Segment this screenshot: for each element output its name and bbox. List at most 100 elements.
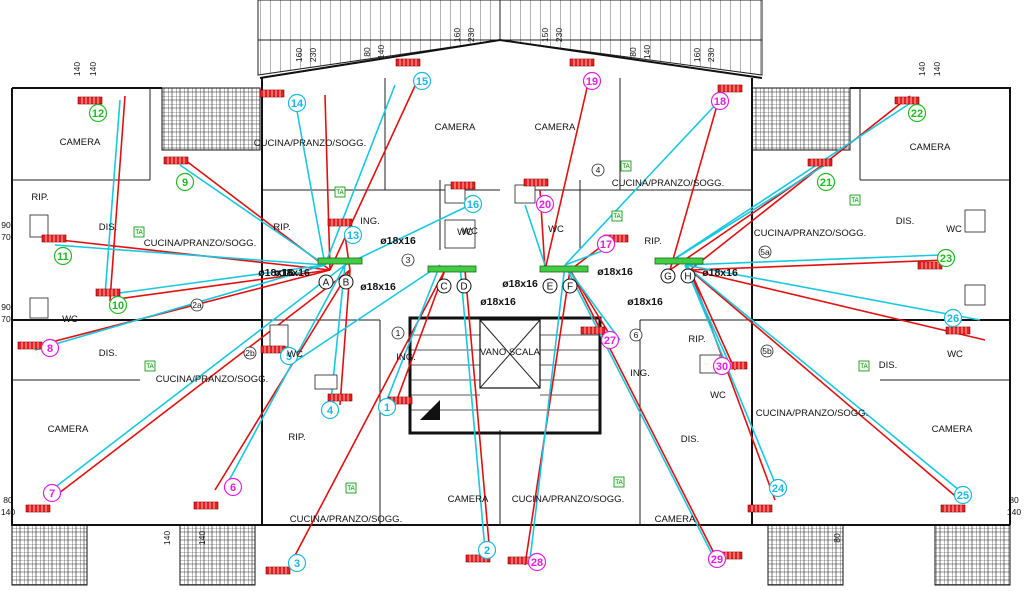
radiator-15: 15: [395, 58, 432, 91]
room-label-r14: CUCINA/PRANZO/SOGG.: [756, 408, 868, 419]
room-label-r19: RIP.: [288, 432, 305, 443]
radiator-marker-30: [712, 356, 732, 376]
return-pipes: [34, 84, 981, 561]
manifold-B: B: [338, 274, 354, 290]
thermostat-label: TA: [622, 164, 629, 170]
radiator-number-29: 29: [711, 554, 723, 566]
radiator-marker-3: [287, 553, 307, 573]
radiator-number-7: 7: [49, 488, 55, 500]
radiator-marker-11: [53, 246, 73, 266]
radiator-18: 18: [710, 84, 743, 111]
room-label-r9: CUCINA/PRANZO/SOGG.: [144, 238, 256, 249]
pipe-size-label: ø18x16: [360, 281, 396, 293]
dimension-label: 140: [72, 62, 82, 76]
apartment-number-5a: 5a: [760, 247, 770, 257]
room-label-r31: WC: [710, 390, 726, 401]
room-label-r36: ING.: [396, 352, 416, 363]
room-label-r26: DIS.: [896, 216, 914, 227]
dimension-label: 140: [917, 62, 927, 76]
room-label-r22: DIS.: [99, 222, 117, 233]
radiator-marker-1: [377, 397, 397, 417]
radiator-number-11: 11: [57, 251, 69, 263]
thermostat-marker: TA: [334, 186, 346, 198]
apartment-number-1: 1: [396, 328, 401, 338]
radiator-20: 20: [523, 178, 555, 214]
radiator-number-21: 21: [820, 177, 832, 189]
room-label-r33: WC: [947, 349, 963, 360]
stair-core: [408, 316, 602, 435]
radiator-marker-24: [768, 478, 788, 498]
room-label-r34: WC: [462, 226, 478, 237]
room-label-r8: CAMERA: [932, 424, 973, 435]
radiator-23: 23: [917, 248, 956, 270]
radiator-number-23: 23: [940, 253, 952, 265]
radiator-6: 6: [193, 477, 243, 510]
radiator-number-12: 12: [92, 108, 104, 120]
radiator-number-2: 2: [484, 545, 490, 557]
manifold-letter-E: E: [547, 282, 554, 293]
radiator-layer: 1234567891011121314151617181920212223242…: [17, 58, 973, 575]
dimension-label: 230: [308, 48, 318, 62]
apartment-2b: 2b: [243, 346, 257, 360]
dimension-label: 140: [932, 62, 942, 76]
radiator-marker-10: [108, 295, 128, 315]
radiator-marker-4: [320, 400, 340, 420]
room-label-r25: DIS.: [681, 434, 699, 445]
apartment-5b: 5b: [760, 344, 774, 358]
room-label-r3: CAMERA: [535, 122, 576, 133]
radiator-10: 10: [95, 288, 128, 315]
radiator-marker-19: [582, 71, 602, 91]
radiator-number-16: 16: [467, 199, 479, 211]
radiator-number-19: 19: [586, 76, 598, 88]
radiator-number-18: 18: [714, 96, 726, 108]
room-label-r37: ING.: [630, 368, 650, 379]
thermostat-label: TA: [860, 364, 867, 370]
radiator-11: 11: [41, 234, 73, 266]
radiator-marker-29: [707, 549, 727, 569]
dimension-label: 160: [692, 48, 702, 62]
thermostat-label: TA: [347, 486, 354, 492]
radiator-26: 26: [943, 308, 971, 335]
radiator-24: 24: [747, 478, 788, 513]
radiator-number-8: 8: [47, 343, 53, 355]
radiator-marker-18: [710, 91, 730, 111]
pipe-size-label: ø18x16: [502, 278, 538, 290]
radiator-number-30: 30: [716, 361, 728, 373]
radiator-number-25: 25: [957, 490, 969, 502]
balconies: [11, 87, 1011, 586]
radiator-16: 16: [450, 181, 483, 214]
pipe-size-label: ø18x16: [702, 267, 738, 279]
dimension-label: 230: [706, 48, 716, 62]
radiator-number-24: 24: [772, 483, 785, 495]
room-label-r11: CUCINA/PRANZO/SOGG.: [254, 138, 366, 149]
radiator-8: 8: [17, 338, 60, 358]
radiator-number-22: 22: [911, 108, 923, 120]
apartment-number-2a: 2a: [192, 300, 202, 310]
radiator-marker-22: [907, 103, 927, 123]
room-label-r29: WC: [457, 227, 473, 238]
manifold-letter-D: D: [460, 282, 467, 293]
room-label-r38: VANO SCALA: [480, 347, 541, 358]
radiator-25: 25: [940, 485, 973, 513]
radiator-marker-5: [279, 346, 299, 366]
pipe-size-label: ø18x16: [597, 266, 633, 278]
radiator-29: 29: [707, 549, 743, 569]
radiator-marker-28: [527, 552, 547, 572]
radiator-14: 14: [259, 89, 307, 113]
apartment-3: 3: [401, 253, 415, 267]
dimension-label: 150: [540, 28, 550, 42]
bath-fixtures: [29, 184, 986, 390]
thermostat-marker: TA: [345, 482, 357, 494]
apartment-5a: 5a: [758, 245, 772, 259]
radiator-marker-14: [287, 93, 307, 113]
thermostat-label: TA: [336, 190, 343, 196]
radiator-number-13: 13: [347, 230, 359, 242]
room-label-r21: RIP.: [688, 334, 705, 345]
radiator-5: 5: [260, 345, 299, 366]
room-label-r15: CUCINA/PRANZO/SOGG.: [290, 514, 402, 525]
manifold-letter-C: C: [440, 282, 447, 293]
radiator-marker-12: [88, 103, 108, 123]
pipe-size-label: ø18x16: [258, 267, 294, 279]
thermostat-label: TA: [613, 214, 620, 220]
